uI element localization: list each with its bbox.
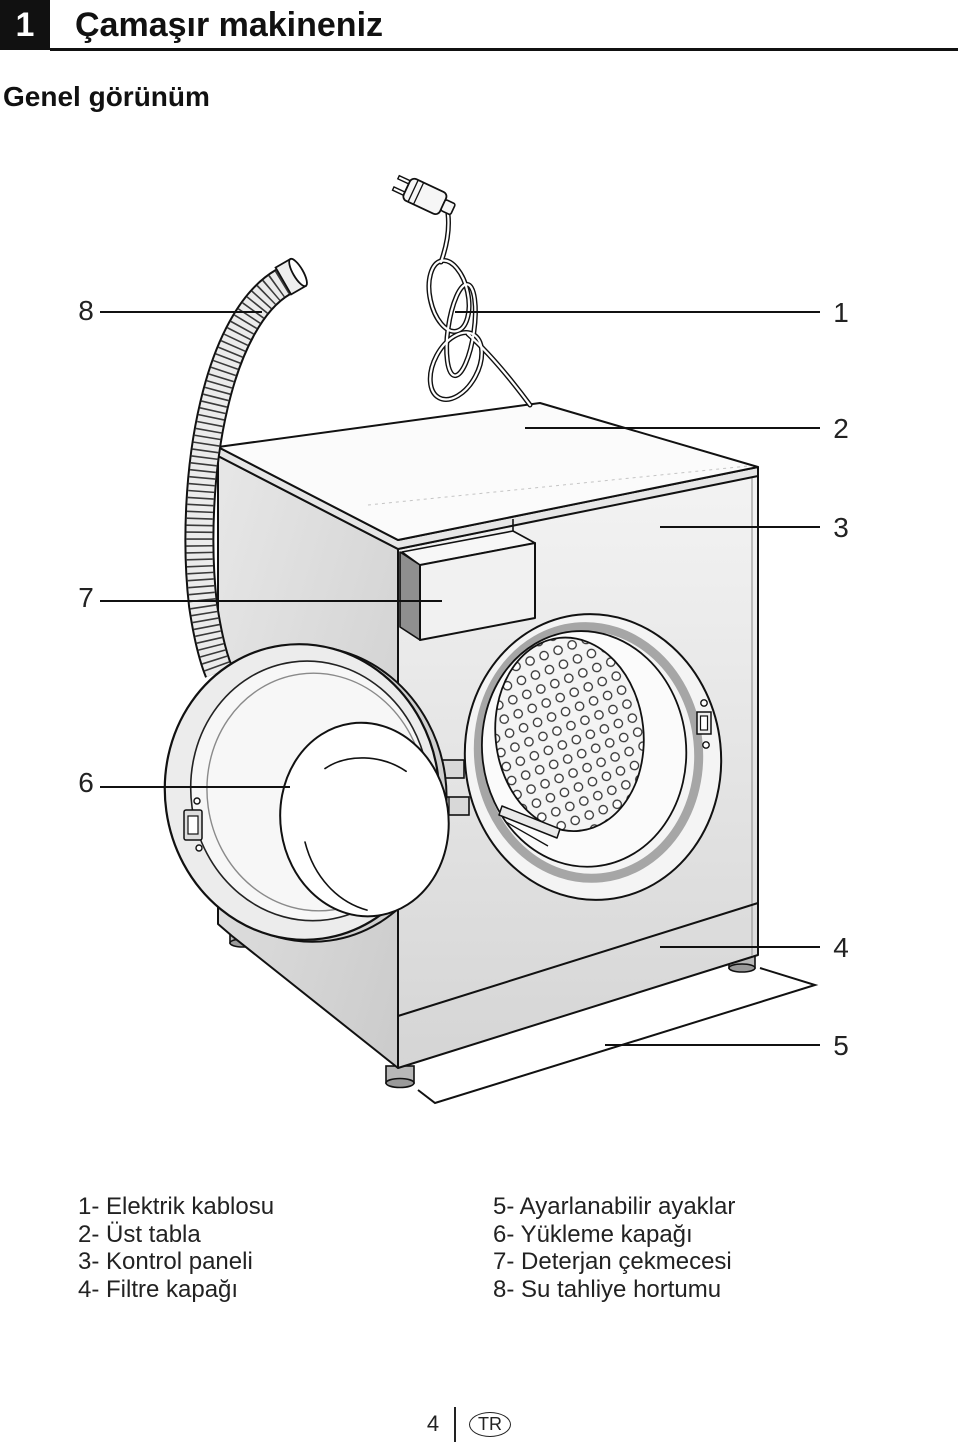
drum-paddle <box>498 805 561 847</box>
callout-8-number: 8 <box>78 295 94 326</box>
legend-item: 7- Deterjan çekmecesi <box>493 1248 732 1276</box>
top-board-texture <box>367 465 749 506</box>
header-rule <box>50 48 958 51</box>
legend-item: 6- Yükleme kapağı <box>493 1220 693 1248</box>
door-handle <box>183 797 203 852</box>
callout-8: 8 <box>78 295 262 326</box>
loading-door <box>163 643 450 943</box>
callout-2: 2 <box>525 413 849 444</box>
detergent-drawer <box>399 519 536 641</box>
drain-hose <box>184 257 308 678</box>
callout-1-number: 1 <box>833 297 849 328</box>
drum-perforations <box>494 636 645 833</box>
callout-1: 1 <box>455 297 849 328</box>
callout-5: 5 <box>605 1030 849 1061</box>
callout-7-number: 7 <box>78 582 94 613</box>
drawer-side <box>399 551 421 641</box>
callout-3: 3 <box>660 512 849 543</box>
washing-machine-diagram: 8 1 2 3 7 6 4 5 <box>78 174 849 1105</box>
callout-6: 6 <box>78 767 290 798</box>
door-gasket <box>473 622 704 883</box>
legend-item: 3- Kontrol paneli <box>78 1248 253 1276</box>
chapter-title: Çamaşır makineniz <box>75 6 384 44</box>
callout-6-number: 6 <box>78 767 94 798</box>
legend-item: 2- Üst tabla <box>78 1220 201 1248</box>
door-glass-reflection-upper <box>324 757 407 773</box>
power-plug <box>391 174 456 216</box>
drawer-front <box>419 542 536 641</box>
callout-7: 7 <box>78 582 442 613</box>
top-board <box>217 402 759 541</box>
hose-end-cap <box>274 257 308 296</box>
legend-item: 4- Filtre kapağı <box>78 1276 239 1304</box>
legend-right-column: 5- Ayarlanabilir ayaklar 6- Yükleme kapa… <box>493 1193 735 1304</box>
porthole <box>463 613 723 901</box>
legend-item: 5- Ayarlanabilir ayaklar <box>493 1193 736 1220</box>
door-glass-reflection-lower <box>304 841 368 911</box>
callout-4: 4 <box>660 932 849 963</box>
page-number: 4 <box>426 1411 440 1436</box>
callout-4-number: 4 <box>833 932 849 963</box>
legend-left-column: 1- Elektrik kablosu 2- Üst tabla 3- Kont… <box>78 1193 274 1304</box>
callout-5-number: 5 <box>833 1030 849 1061</box>
power-cable <box>426 211 533 408</box>
legend-item: 1- Elektrik kablosu <box>78 1193 275 1220</box>
language-badge: TR <box>469 1412 511 1437</box>
callout-2-number: 2 <box>833 413 849 444</box>
door-lock <box>696 699 712 749</box>
footer-divider <box>454 1407 456 1442</box>
chapter-number-box: 1 <box>0 0 50 50</box>
filter-panel-line <box>397 902 759 1017</box>
legend-item: 8- Su tahliye hortumu <box>493 1276 722 1304</box>
adjustable-foot-front-left <box>385 1065 415 1089</box>
callout-3-number: 3 <box>833 512 849 543</box>
section-title: Genel görünüm <box>3 81 210 112</box>
